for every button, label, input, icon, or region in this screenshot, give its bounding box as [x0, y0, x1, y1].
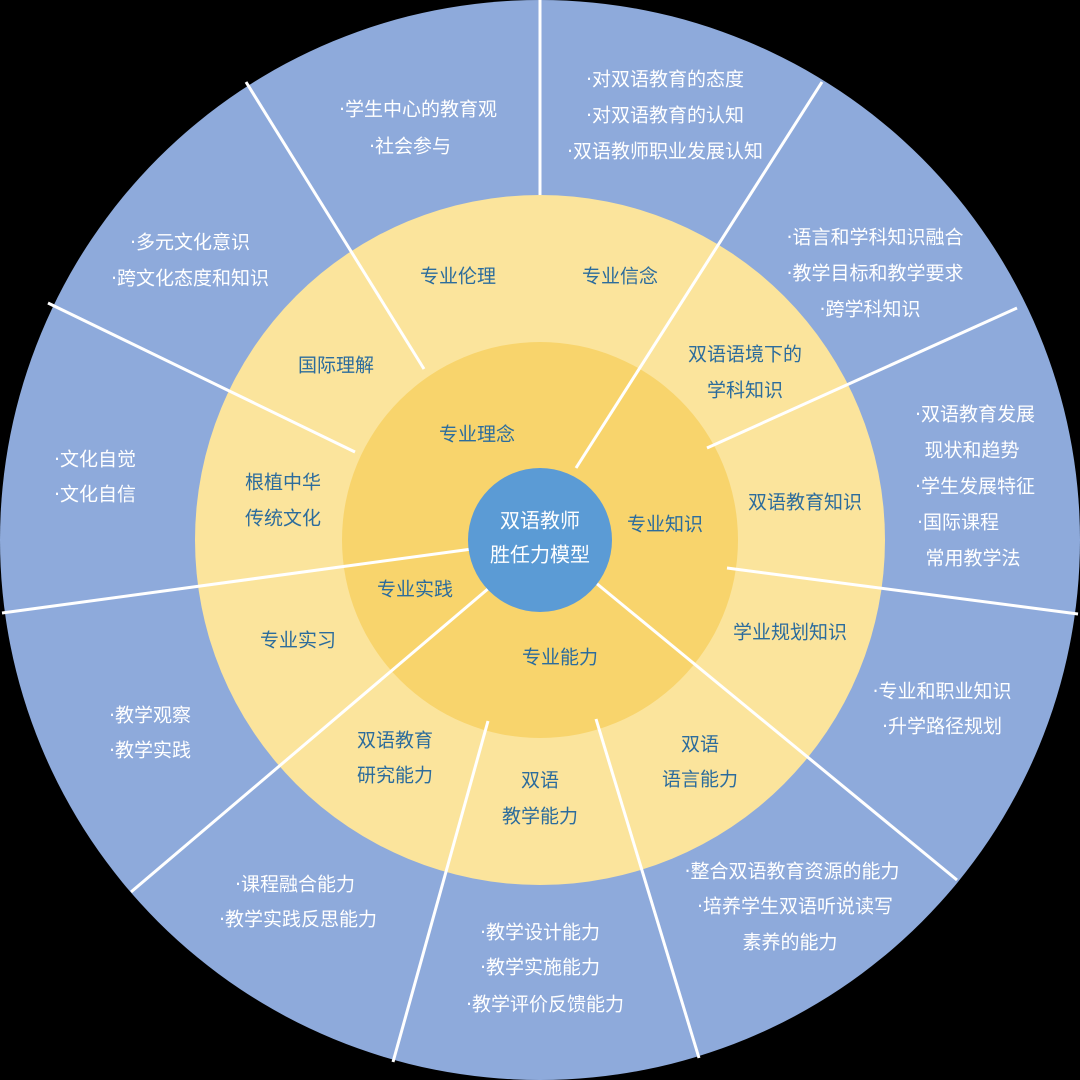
element-research: 双语教育: [357, 730, 433, 752]
indicator: ·社会参与: [369, 136, 451, 158]
indicator: ·课程融合能力: [235, 874, 355, 896]
indicator: ·文化自觉: [54, 449, 136, 471]
indicator: ·教学观察: [109, 705, 191, 727]
indicator: ·教学实施能力: [480, 957, 600, 979]
indicator: ·教学设计能力: [480, 922, 600, 944]
element-teaching: 教学能力: [502, 806, 578, 828]
center-title-line2: 胜任力模型: [490, 543, 590, 567]
divider: [1, 547, 473, 615]
indicator: ·升学路径规划: [882, 716, 1002, 738]
indicator: ·对双语教育的态度: [586, 69, 744, 91]
indicator: ·语言和学科知识融合: [786, 227, 963, 249]
dimension-practice: 专业实践: [377, 579, 453, 601]
indicator: 现状和趋势: [924, 440, 1019, 462]
indicator: 常用教学法: [925, 548, 1020, 570]
indicator: ·多元文化意识: [130, 232, 250, 254]
indicator: ·培养学生双语听说读写: [697, 896, 893, 918]
center-title-line1: 双语教师: [500, 509, 580, 533]
indicator-labels: ·学生中心的教育观 ·社会参与 ·对双语教育的态度 ·对双语教育的认知 ·双语教…: [54, 69, 1035, 1016]
element-belief: 专业信念: [582, 265, 658, 288]
indicator: ·教学实践反思能力: [219, 909, 377, 931]
divider: [391, 720, 490, 1063]
divider: [244, 81, 426, 370]
indicator: ·学生发展特征: [915, 476, 1035, 498]
indicator: ·跨学科知识: [819, 299, 920, 321]
element-teaching: 双语: [521, 770, 559, 792]
center-circle: [468, 468, 612, 612]
indicator: ·对双语教育的认知: [586, 105, 744, 127]
indicator: ·教学目标和教学要求: [786, 263, 963, 285]
indicator: ·整合双语教育资源的能力: [684, 861, 899, 883]
indicator: 素养的能力: [742, 932, 837, 954]
indicator: ·双语教师职业发展认知: [567, 141, 763, 163]
dimension-knowledge: 专业知识: [627, 514, 703, 536]
indicator: ·教学实践: [109, 740, 191, 762]
indicator: ·国际课程: [917, 512, 999, 534]
element-language: 语言能力: [662, 769, 738, 791]
element-subject: 双语语境下的: [688, 344, 802, 366]
element-subject: 学科知识: [707, 380, 783, 402]
divider: [594, 718, 701, 1059]
indicator: ·文化自信: [54, 484, 136, 506]
element-edu-knowledge: 双语教育知识: [748, 492, 862, 514]
divider: [706, 306, 1018, 450]
divider: [130, 586, 490, 894]
element-labels: 专业伦理 专业信念 国际理解 双语语境下的 学科知识 根植中华 传统文化 双语教…: [245, 265, 862, 828]
dimension-ideas: 专业理念: [439, 423, 515, 446]
divider: [726, 566, 1079, 616]
indicator: ·教学评价反馈能力: [466, 994, 624, 1016]
indicator: ·专业和职业知识: [872, 681, 1011, 703]
element-intl: 国际理解: [298, 355, 374, 377]
element-internship: 专业实习: [260, 630, 336, 652]
element-ethics: 专业伦理: [420, 266, 496, 288]
divider: [574, 81, 824, 469]
dimension-labels: 专业理念 专业知识 专业实践 专业能力: [377, 423, 703, 669]
indicator: ·跨文化态度和知识: [111, 268, 269, 290]
indicator: ·学生中心的教育观: [339, 99, 497, 121]
divider: [47, 301, 356, 454]
element-language: 双语: [681, 734, 719, 756]
element-culture: 根植中华: [245, 472, 321, 494]
divider: [595, 581, 958, 882]
element-planning: 学业规划知识: [733, 622, 847, 644]
dimension-ability: 专业能力: [522, 647, 598, 669]
element-research: 研究能力: [357, 765, 433, 787]
element-culture: 传统文化: [245, 508, 321, 530]
indicator: ·双语教育发展: [915, 404, 1035, 426]
